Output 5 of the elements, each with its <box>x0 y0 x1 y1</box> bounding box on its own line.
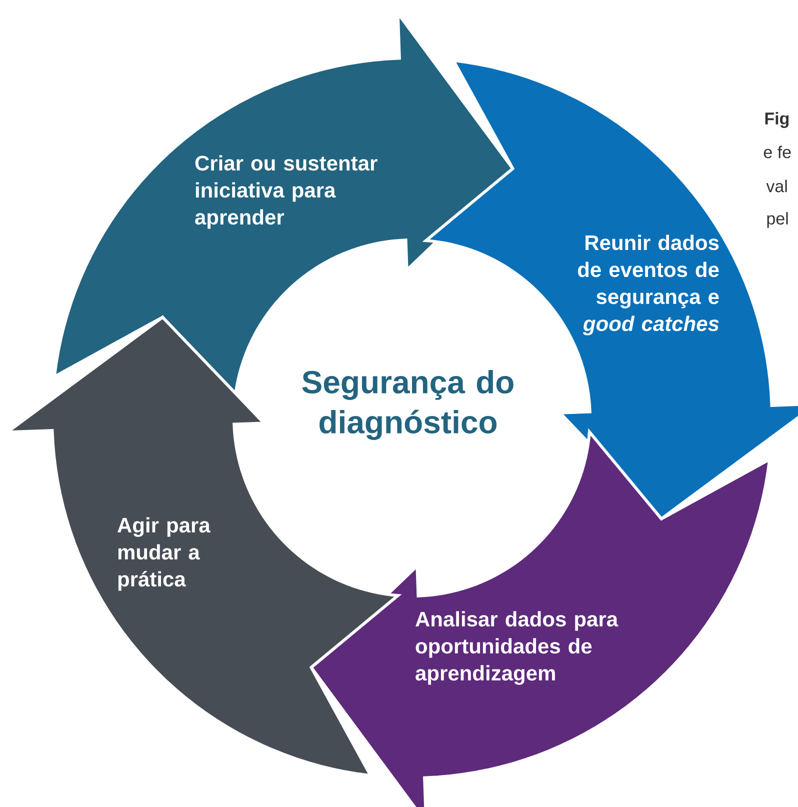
center-title: Segurança do diagnóstico <box>302 370 514 440</box>
caption-fragment: val <box>766 180 787 192</box>
caption-fragment: e fe <box>764 146 791 158</box>
caption-fragment: Fig <box>765 112 789 128</box>
caption-fragment: pel <box>767 212 788 228</box>
